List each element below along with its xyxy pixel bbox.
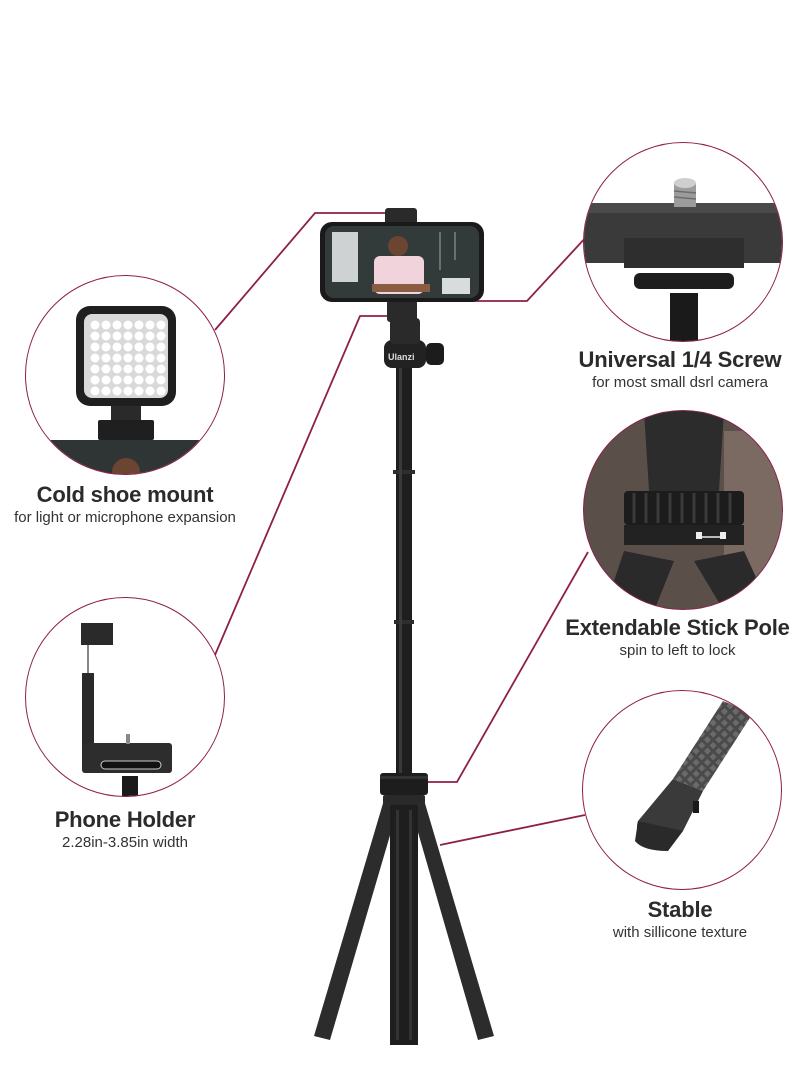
screw-subtitle: for most small dsrl camera	[592, 374, 768, 391]
cold-shoe-title: Cold shoe mount	[36, 482, 214, 507]
cold-shoe-subtitle: for light or microphone expansion	[14, 509, 236, 526]
phone-holder-caption: Phone Holder 2.28in-3.85in width	[25, 807, 225, 853]
stick-pole-caption: Extendable Stick Pole spin to left to lo…	[550, 615, 800, 661]
phone-holder-subtitle: 2.28in-3.85in width	[62, 834, 188, 851]
stable-subtitle: with sillicone texture	[612, 924, 748, 941]
stick-pole-subtitle: spin to left to lock	[619, 642, 736, 659]
cold-shoe-detail-image	[25, 275, 225, 475]
stick-pole-title: Extendable Stick Pole	[565, 615, 790, 640]
stick-pole-detail-image	[583, 410, 783, 610]
brand-logo: Ulanzi	[388, 352, 415, 362]
stable-detail-image	[582, 690, 782, 890]
stable-caption: Stable with sillicone texture	[580, 897, 780, 943]
screw-detail-image	[583, 142, 783, 342]
screw-caption: Universal 1/4 Screw for most small dsrl …	[555, 347, 800, 393]
stable-title: Stable	[647, 897, 713, 922]
phone-holder-detail-image	[25, 597, 225, 797]
phone-holder-title: Phone Holder	[54, 807, 196, 832]
screw-title: Universal 1/4 Screw	[578, 347, 782, 372]
cold-shoe-caption: Cold shoe mount for light or microphone …	[0, 482, 250, 528]
